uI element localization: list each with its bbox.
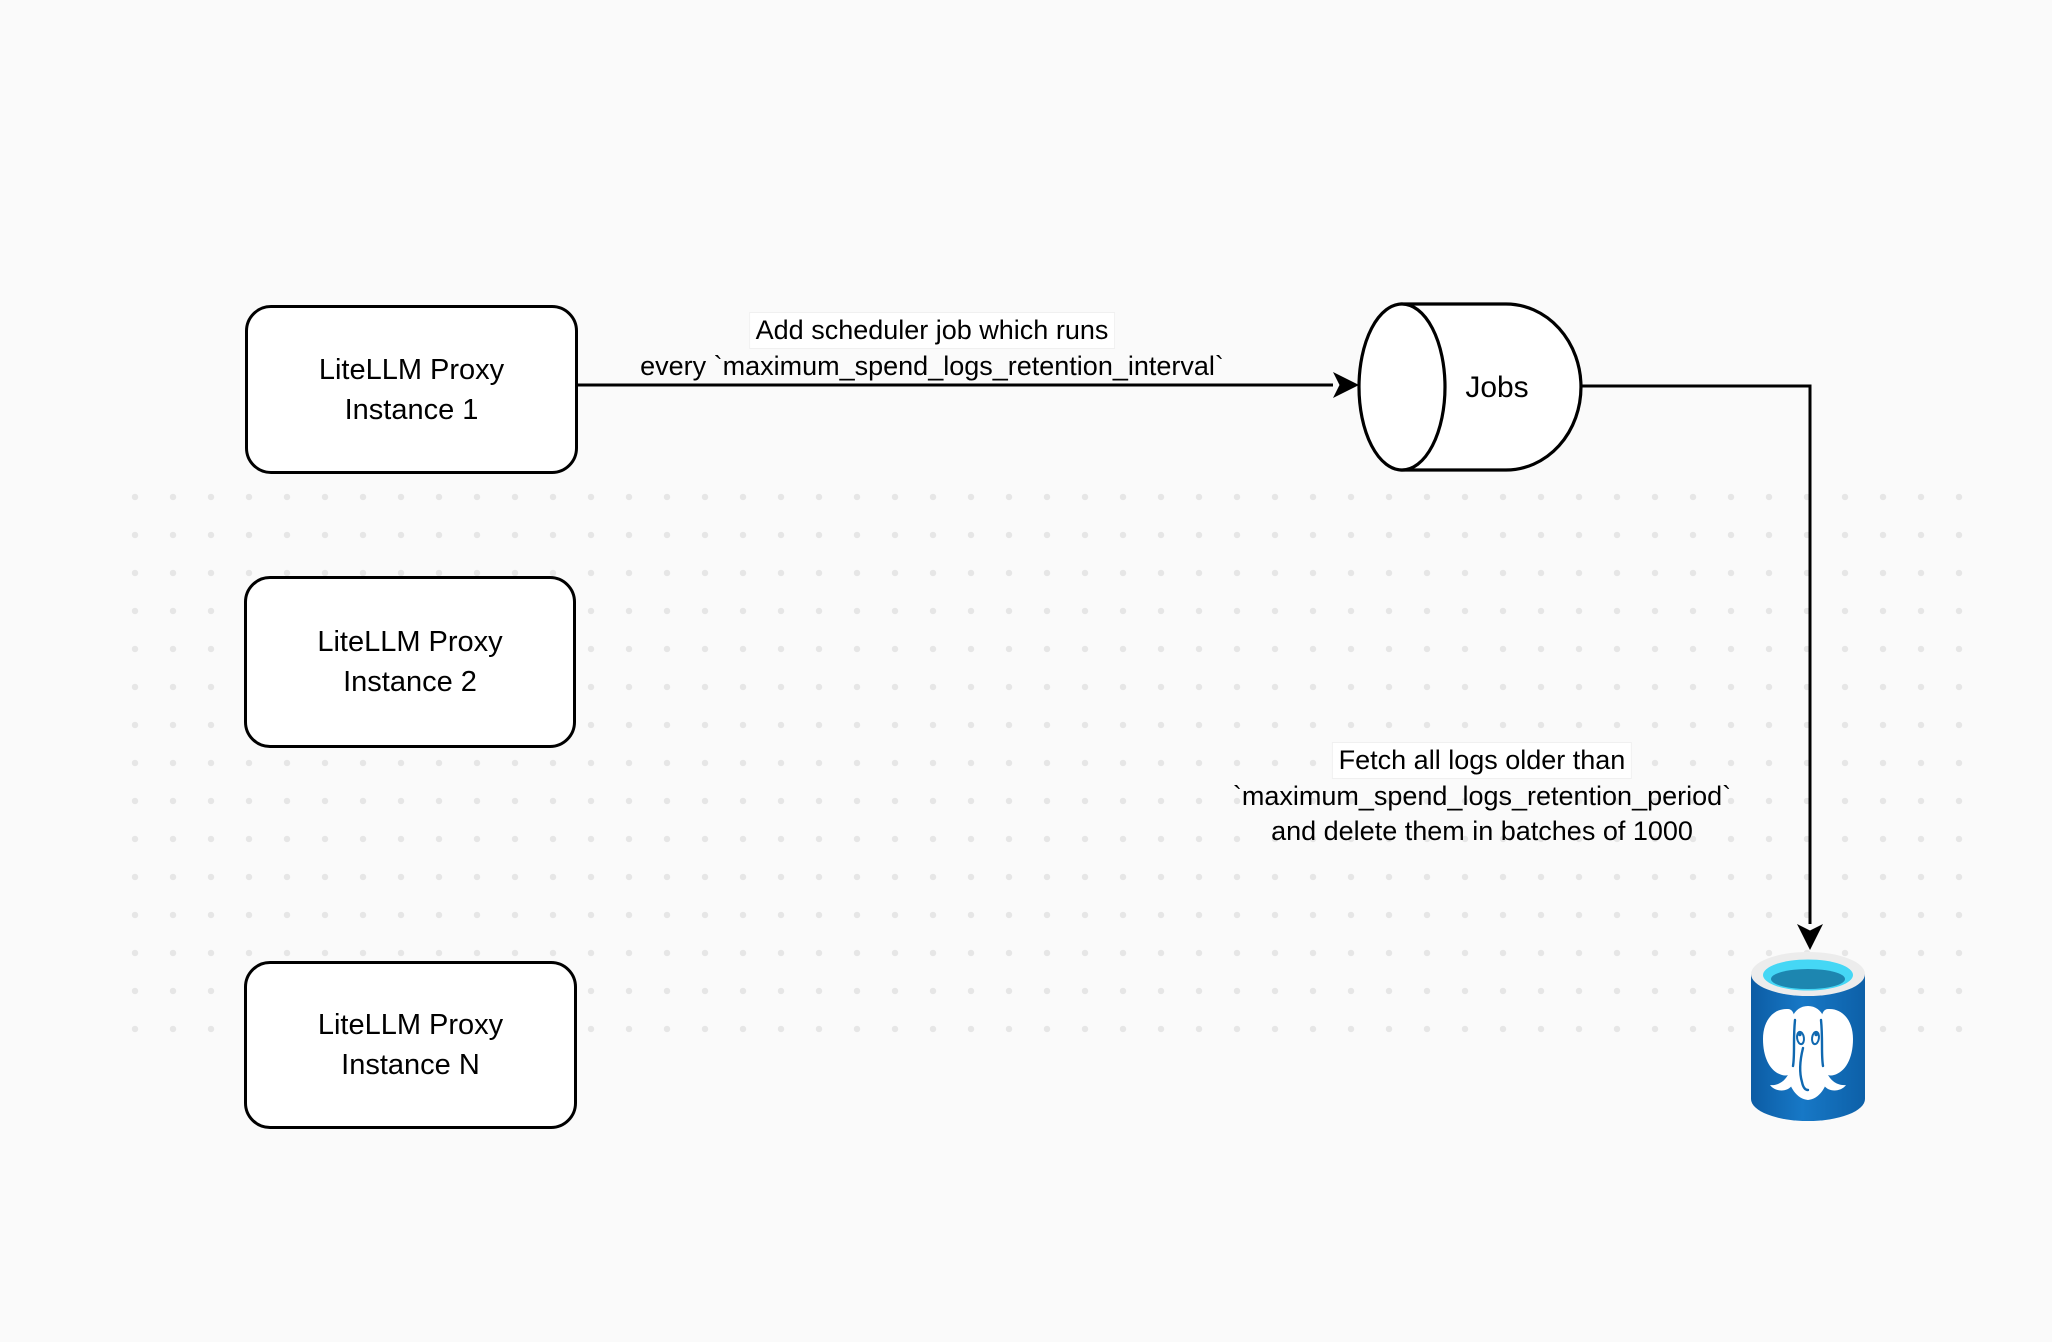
- node-litellm-proxy-instance-1: LiteLLM Proxy Instance 1: [245, 305, 578, 474]
- node-label-line: Instance 1: [344, 393, 479, 426]
- edge-label-line: Fetch all logs older than: [1331, 742, 1633, 779]
- edge-label-line: `maximum_spend_logs_retention_period`: [1232, 781, 1732, 811]
- edge-label-line: and delete them in batches of 1000: [1271, 816, 1693, 846]
- node-label-line: LiteLLM Proxy: [317, 626, 503, 658]
- cylinder-face: [1357, 302, 1447, 472]
- postgresql-database-icon: [1751, 952, 1865, 1121]
- node-label-line: Instance N: [341, 1049, 480, 1081]
- node-label-line: Instance 2: [343, 666, 477, 698]
- node-label-line: LiteLLM Proxy: [318, 353, 505, 386]
- node-litellm-proxy-instance-2: LiteLLM Proxy Instance 2: [244, 576, 576, 748]
- edge-label-line: every `maximum_spend_logs_retention_inte…: [640, 351, 1224, 381]
- edge-label-line: Add scheduler job which runs: [748, 312, 1116, 349]
- cylinder-body: [1400, 302, 1583, 472]
- node-jobs-label: Jobs: [1465, 371, 1529, 404]
- edge-label-fetch: Fetch all logs older than `maximum_spend…: [1227, 742, 1737, 849]
- node-label-line: LiteLLM Proxy: [317, 1009, 504, 1041]
- postgres-elephant-icon: [1763, 1006, 1853, 1100]
- node-jobs-queue: [1357, 302, 1583, 472]
- edge-label-scheduler: Add scheduler job which runs every `maxi…: [634, 312, 1230, 384]
- postgres-cylinder-water-deep: [1771, 969, 1845, 989]
- node-litellm-proxy-instance-n: LiteLLM Proxy Instance N: [244, 961, 577, 1129]
